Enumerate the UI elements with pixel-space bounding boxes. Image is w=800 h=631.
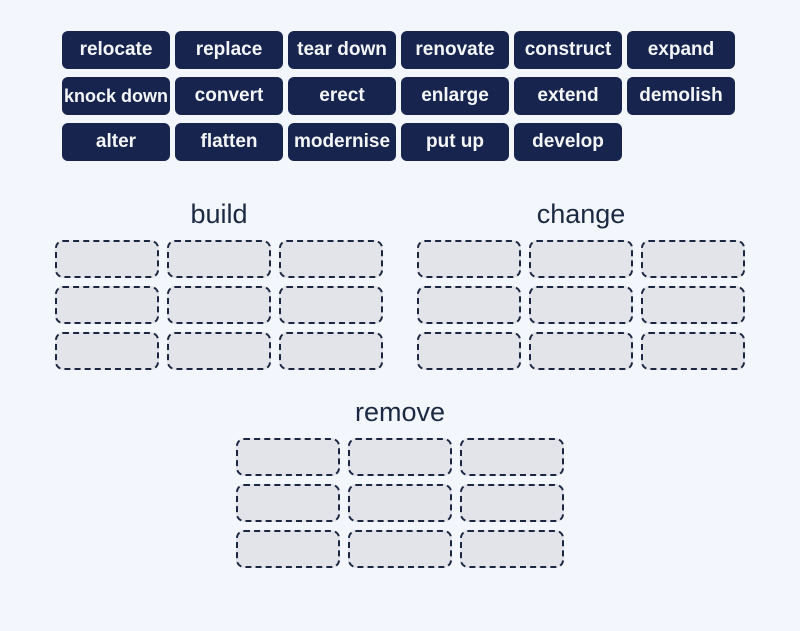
word-tile[interactable]: expand (627, 31, 735, 69)
group-slot-grid (55, 240, 383, 370)
drop-slot[interactable] (641, 332, 745, 370)
drop-slot[interactable] (236, 484, 340, 522)
word-tile[interactable]: enlarge (401, 77, 509, 115)
word-tile[interactable]: flatten (175, 123, 283, 161)
drop-slot[interactable] (460, 484, 564, 522)
group-panel: change (417, 198, 745, 370)
group-panel: remove (236, 396, 564, 568)
drop-slot[interactable] (279, 286, 383, 324)
word-tile[interactable]: convert (175, 77, 283, 115)
group-title-build: build (190, 199, 248, 229)
drop-slot[interactable] (348, 438, 452, 476)
word-tile[interactable]: alter (62, 123, 170, 161)
drop-slot[interactable] (529, 286, 633, 324)
drop-slot[interactable] (167, 332, 271, 370)
drop-slot[interactable] (460, 530, 564, 568)
word-tile[interactable]: extend (514, 77, 622, 115)
word-tile[interactable]: erect (288, 77, 396, 115)
group-slot-grid (417, 240, 745, 370)
word-tile[interactable]: demolish (627, 77, 735, 115)
word-tile[interactable]: develop (514, 123, 622, 161)
drop-slot[interactable] (348, 484, 452, 522)
groups-bottom-row: remove (0, 396, 800, 568)
group-slot-grid (236, 438, 564, 568)
drop-slot[interactable] (55, 332, 159, 370)
drop-slot[interactable] (167, 240, 271, 278)
drop-slot[interactable] (417, 286, 521, 324)
drop-slot[interactable] (167, 286, 271, 324)
word-tile[interactable]: knock down (62, 77, 170, 115)
word-tile[interactable]: put up (401, 123, 509, 161)
drop-slot[interactable] (55, 240, 159, 278)
drop-slot[interactable] (641, 240, 745, 278)
drop-slot[interactable] (529, 240, 633, 278)
drop-slot[interactable] (460, 438, 564, 476)
drop-slot[interactable] (279, 240, 383, 278)
drop-slot[interactable] (279, 332, 383, 370)
drop-slot[interactable] (236, 530, 340, 568)
groups-top-row: build change (0, 198, 800, 370)
group-panel: build (55, 198, 383, 370)
word-tile[interactable]: modernise (288, 123, 396, 161)
drop-slot[interactable] (417, 240, 521, 278)
word-tile[interactable]: renovate (401, 31, 509, 69)
word-tile[interactable]: relocate (62, 31, 170, 69)
drop-slot[interactable] (417, 332, 521, 370)
drop-slot[interactable] (55, 286, 159, 324)
group-title-change: change (536, 199, 626, 229)
drop-slot[interactable] (641, 286, 745, 324)
word-tile[interactable]: construct (514, 31, 622, 69)
drop-slot[interactable] (529, 332, 633, 370)
drop-slot[interactable] (236, 438, 340, 476)
word-tile[interactable]: replace (175, 31, 283, 69)
drop-slot[interactable] (348, 530, 452, 568)
word-tile[interactable]: tear down (288, 31, 396, 69)
group-title-remove: remove (354, 397, 446, 427)
